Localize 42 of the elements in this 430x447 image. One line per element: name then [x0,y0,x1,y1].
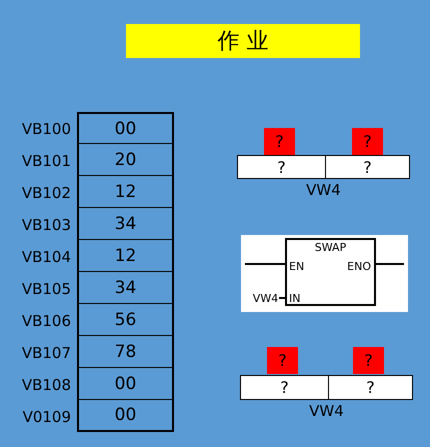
address-label: VB103 [22,216,71,234]
title-banner: 作 业 [126,24,360,58]
memory-cell: 12 [77,240,174,272]
word-register [237,155,410,179]
memory-cell: 20 [77,144,174,176]
byte-cell: ? [325,156,409,178]
pin-label: IN [289,292,300,305]
address-label: VB104 [22,248,71,266]
register-label: VW4 [308,402,345,420]
operand-label: VW4 [252,291,279,305]
block-title: SWAP [314,241,348,254]
address-label: VB108 [22,376,71,394]
byte-marker: ? [353,347,384,374]
memory-cell: 34 [77,272,174,304]
byte-cell: ? [241,376,328,399]
memory-cell: 34 [77,208,174,240]
byte-cell: ? [238,156,325,178]
byte-marker: ? [264,128,295,155]
wire [279,297,285,299]
memory-cell: 56 [77,304,174,336]
memory-cell: 00 [77,112,174,144]
address-label: VB102 [22,184,71,202]
memory-cell: 00 [77,368,174,400]
address-label: VB106 [22,312,71,330]
memory-cell: 78 [77,336,174,368]
memory-cell: 00 [77,400,174,432]
address-label: VB100 [22,120,71,138]
address-label: VB101 [22,152,71,170]
pin-label: ENO [347,260,371,273]
address-label: V0109 [22,408,71,426]
byte-cell: ? [328,376,412,399]
wire [376,263,404,265]
byte-marker: ? [267,347,298,374]
swap-block [285,238,376,306]
address-label: VB105 [22,280,71,298]
pin-label: EN [289,260,304,273]
register-label: VW4 [305,181,342,199]
word-register [240,375,413,400]
address-label: VB107 [22,344,71,362]
memory-cell: 12 [77,176,174,208]
wire [245,263,285,265]
byte-marker: ? [352,128,383,155]
